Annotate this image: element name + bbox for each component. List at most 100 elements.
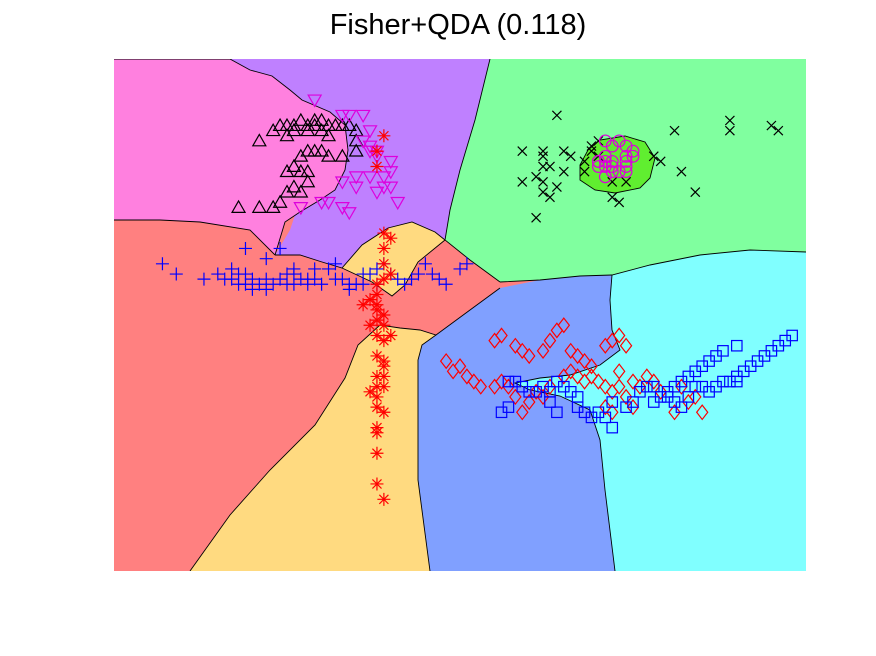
data-point-circle bbox=[619, 154, 633, 168]
data-point-square bbox=[599, 411, 612, 424]
data-point-diamond bbox=[585, 358, 598, 375]
data-point-cross bbox=[538, 161, 549, 172]
data-point-diamond bbox=[647, 373, 661, 390]
chart-title: Fisher+QDA (0.118) bbox=[330, 9, 587, 41]
data-point-circle bbox=[598, 170, 612, 184]
data-point-star bbox=[370, 160, 384, 174]
data-point-triangle-up bbox=[300, 163, 316, 178]
data-point-cross bbox=[565, 151, 576, 162]
data-point-diamond bbox=[640, 368, 654, 385]
data-point-triangle-down bbox=[341, 109, 357, 124]
data-point-diamond bbox=[626, 373, 640, 390]
data-point-plus bbox=[238, 241, 252, 255]
data-point-plus bbox=[432, 272, 446, 286]
data-point-circle bbox=[605, 154, 619, 168]
data-point-cross bbox=[773, 125, 784, 136]
data-point-star bbox=[363, 293, 377, 307]
data-point-star bbox=[377, 380, 391, 394]
data-point-circle bbox=[605, 139, 619, 153]
data-point-circle bbox=[591, 154, 605, 168]
data-point-star bbox=[377, 405, 391, 419]
data-point-triangle-down bbox=[341, 207, 357, 221]
data-point-triangle-down bbox=[376, 181, 392, 195]
data-point-circle bbox=[598, 154, 612, 168]
data-point-triangle-up bbox=[286, 179, 302, 193]
data-point-plus bbox=[197, 272, 211, 286]
region-star bbox=[342, 222, 445, 296]
data-point-diamond bbox=[571, 347, 584, 365]
data-point-square bbox=[495, 406, 508, 419]
data-point-triangle-up bbox=[251, 133, 267, 147]
data-point-cross bbox=[586, 146, 597, 157]
data-point-cross bbox=[648, 151, 659, 162]
data-point-star bbox=[377, 492, 391, 506]
data-point-triangle-down bbox=[362, 171, 378, 185]
data-point-diamond bbox=[474, 378, 488, 395]
data-point-square bbox=[730, 339, 743, 352]
data-point-square bbox=[544, 396, 556, 408]
data-point-plus bbox=[273, 241, 287, 255]
data-point-diamond bbox=[571, 368, 584, 385]
data-point-diamond bbox=[626, 399, 640, 416]
data-point-cross bbox=[607, 176, 618, 187]
data-point-triangle-up bbox=[300, 174, 316, 188]
data-point-circle bbox=[619, 139, 633, 153]
data-point-circle bbox=[619, 165, 633, 179]
data-point-circle bbox=[605, 165, 619, 179]
data-point-star bbox=[377, 226, 391, 240]
data-point-cross bbox=[531, 171, 542, 182]
data-point-diamond bbox=[682, 393, 695, 411]
data-point-star bbox=[377, 308, 391, 322]
data-point-circle bbox=[626, 149, 640, 163]
data-point-cross bbox=[531, 212, 542, 223]
data-point-triangle-up bbox=[251, 199, 267, 213]
data-point-cross bbox=[544, 161, 555, 172]
data-point-triangle-down bbox=[314, 196, 330, 211]
data-point-triangle-up bbox=[320, 117, 337, 132]
data-point-diamond bbox=[446, 363, 460, 380]
data-point-triangle-up bbox=[286, 158, 302, 172]
data-point-plus bbox=[370, 262, 384, 276]
data-point-cross bbox=[538, 176, 549, 187]
data-point-diamond bbox=[543, 332, 557, 349]
data-point-square bbox=[786, 329, 798, 342]
data-point-circle bbox=[598, 160, 612, 173]
data-point-diamond bbox=[654, 383, 667, 400]
data-point-diamond bbox=[515, 404, 529, 421]
data-point-plus bbox=[169, 267, 183, 281]
data-point-star bbox=[384, 231, 398, 245]
data-point-star bbox=[384, 267, 398, 281]
data-point-diamond bbox=[515, 342, 529, 359]
data-point-triangle-down bbox=[362, 125, 378, 139]
data-point-plus bbox=[211, 267, 225, 281]
data-point-triangle-up bbox=[314, 112, 330, 126]
data-point-star bbox=[377, 129, 391, 143]
data-point-plus bbox=[453, 262, 467, 276]
data-point-diamond bbox=[529, 383, 543, 400]
data-point-triangle-down bbox=[348, 181, 364, 195]
data-point-triangle-down bbox=[307, 94, 323, 108]
data-point-cross bbox=[676, 166, 687, 177]
data-point-diamond bbox=[564, 363, 578, 380]
data-point-star bbox=[363, 385, 377, 399]
data-point-cross bbox=[766, 120, 777, 131]
data-point-cross bbox=[669, 125, 680, 136]
data-point-star bbox=[370, 426, 384, 440]
data-point-diamond bbox=[578, 352, 591, 370]
data-point-diamond bbox=[509, 388, 522, 406]
data-point-plus bbox=[225, 272, 239, 286]
data-point-diamond bbox=[495, 327, 508, 344]
data-point-cross bbox=[655, 156, 666, 167]
data-point-star bbox=[377, 241, 391, 255]
data-point-diamond bbox=[439, 352, 453, 370]
data-point-triangle-down bbox=[293, 202, 309, 216]
data-point-circle bbox=[591, 160, 605, 173]
data-point-cross bbox=[724, 115, 735, 126]
data-point-diamond bbox=[592, 373, 605, 390]
data-point-diamond bbox=[619, 337, 633, 354]
data-point-plus bbox=[155, 257, 169, 271]
data-point-plus bbox=[273, 272, 287, 286]
data-point-diamond bbox=[557, 317, 571, 334]
data-points bbox=[155, 94, 798, 506]
